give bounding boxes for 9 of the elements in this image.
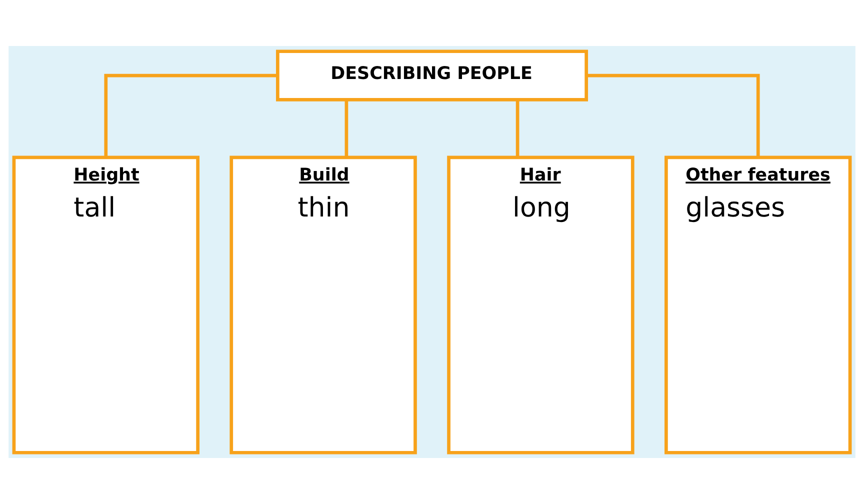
connector — [104, 74, 278, 158]
node-box: Other features glasses — [664, 156, 852, 454]
node-box: DESCRIBING PEOPLE — [276, 50, 588, 102]
node-box: Hair long — [447, 156, 634, 454]
connector — [516, 100, 520, 158]
node-box: Height tall — [12, 156, 200, 454]
connector — [344, 100, 348, 158]
connector — [586, 74, 760, 158]
node-box: Build thin — [230, 156, 417, 454]
